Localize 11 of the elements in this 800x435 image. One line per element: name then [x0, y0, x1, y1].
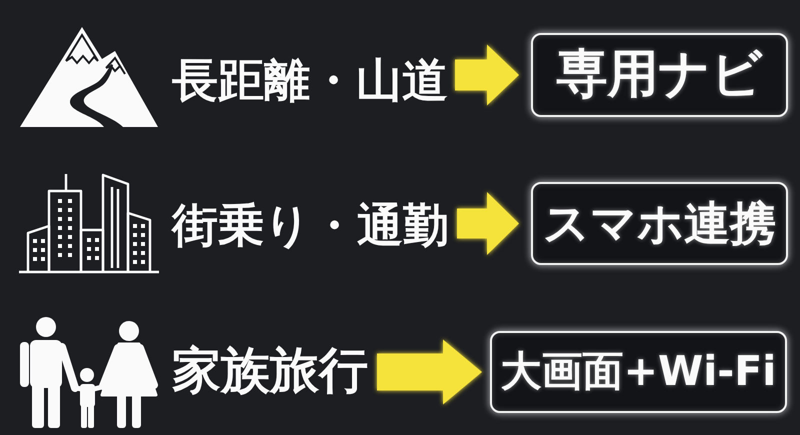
block-arrow [457, 192, 519, 255]
usage-label: 家族旅行 [172, 342, 368, 400]
usage-label: 街乗り・通勤 [172, 198, 449, 252]
feature-box [531, 182, 788, 265]
block-arrow [455, 44, 519, 106]
feature-label: 大画面+Wi-Fi [500, 348, 776, 396]
usage-label: 長距離・山道 [172, 54, 448, 106]
feature-label: 専用ナビ [556, 46, 762, 104]
feature-label: スマホ連携 [543, 197, 776, 250]
feature-box [531, 33, 788, 117]
feature-box [490, 331, 787, 413]
